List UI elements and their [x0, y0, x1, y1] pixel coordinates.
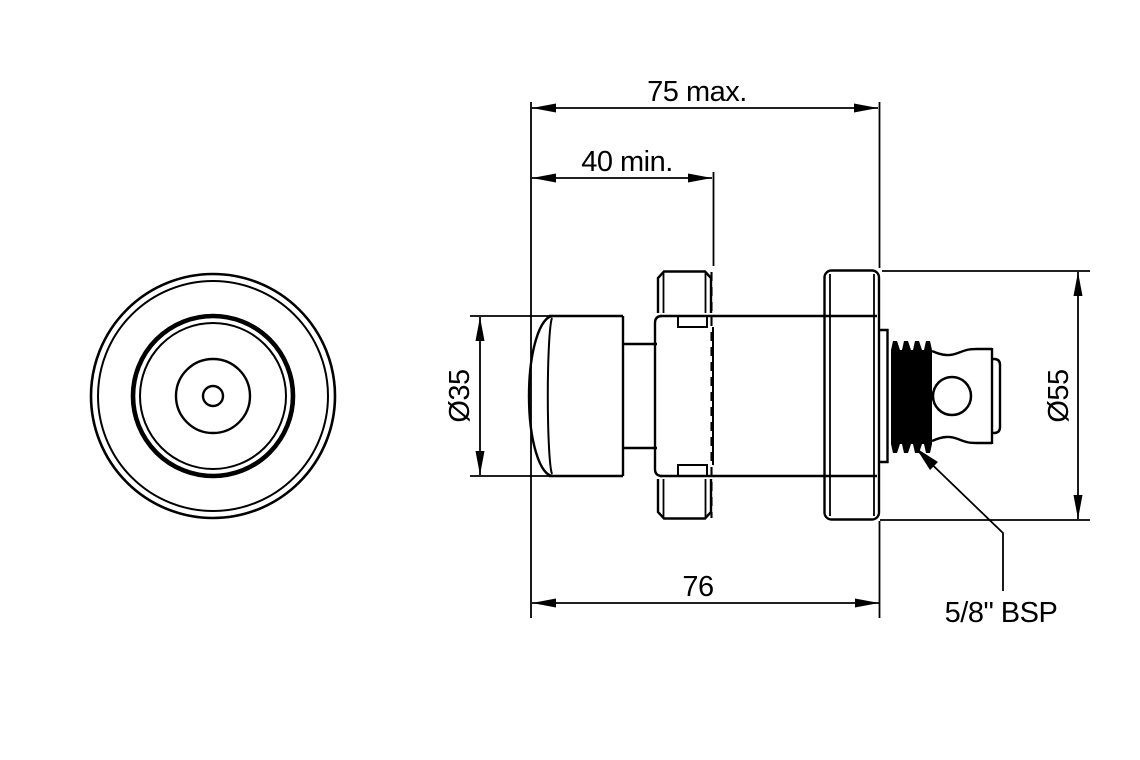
- dim-75-label: 75 max.: [647, 76, 747, 108]
- bottom-lug-shading: [662, 479, 707, 517]
- center-hole-circle: [201, 384, 225, 408]
- flange-inner-rim-circle: [97, 280, 329, 512]
- bayonet-flange: [653, 270, 713, 520]
- step-ring: [879, 328, 889, 464]
- large-flange-shading: [829, 274, 875, 516]
- dim-35-arrow-top: [475, 317, 485, 341]
- dim-76: 76: [532, 571, 879, 608]
- side-view: [527, 269, 1002, 521]
- cross-hole: [931, 375, 973, 417]
- dim-dia-55: Ø55: [880, 270, 1090, 521]
- dim-40-label: 40 min.: [581, 146, 673, 178]
- large-flange-outline: [823, 269, 881, 521]
- neck: [623, 342, 657, 450]
- thread-section: [891, 341, 932, 453]
- dome-cap: [527, 314, 625, 478]
- dim-40-arrow-left: [532, 173, 556, 183]
- spigot-bottom-edge: [931, 435, 992, 445]
- dim-76-arrow-right: [855, 598, 879, 608]
- dim-75-arrow-right: [854, 103, 878, 113]
- flange-outer-circle: [89, 272, 337, 520]
- thread-leader-line: [916, 449, 1004, 591]
- spigot-end-cap: [992, 357, 1002, 435]
- dim-55-label: Ø55: [1043, 369, 1075, 422]
- dim-76-arrow-left: [532, 598, 556, 608]
- valve-face-circle: [174, 357, 252, 435]
- main-body: [660, 314, 877, 478]
- seal-inner-circle: [139, 322, 287, 470]
- large-flange: [823, 269, 881, 521]
- thread-callout: 5/8" BSP: [916, 448, 1058, 629]
- dim-dia-35: Ø35: [444, 315, 550, 477]
- body-seal-circle: [130, 313, 296, 479]
- bottom-slot: [677, 464, 708, 475]
- dim-55-arrow-bottom: [1073, 495, 1083, 519]
- top-lug-shading: [662, 273, 707, 313]
- dim-75-arrow-left: [532, 103, 556, 113]
- dim-40-arrow-right: [688, 173, 712, 183]
- front-view: [89, 272, 337, 520]
- top-lug: [656, 270, 713, 313]
- top-slot: [677, 317, 708, 328]
- bottom-lug: [656, 479, 713, 520]
- dim-76-label: 76: [682, 571, 713, 603]
- dim-55-arrow-top: [1073, 272, 1083, 296]
- dome-inner-curve: [546, 317, 553, 475]
- thread-label: 5/8" BSP: [945, 597, 1058, 629]
- dim-35-arrow-bottom: [475, 451, 485, 475]
- spigot-outlet: [931, 347, 1002, 445]
- flange-left-edge: [653, 314, 663, 478]
- dim-40-min: 40 min.: [532, 146, 712, 183]
- dim-35-label: Ø35: [444, 369, 476, 422]
- dome-outer-curve: [527, 314, 554, 478]
- spigot-top-edge: [931, 347, 992, 357]
- dim-75-max: 75 max.: [532, 76, 878, 113]
- dimensions: 75 max. 40 min. 76 Ø35: [444, 76, 1090, 629]
- thread-leader-arrow: [916, 448, 938, 470]
